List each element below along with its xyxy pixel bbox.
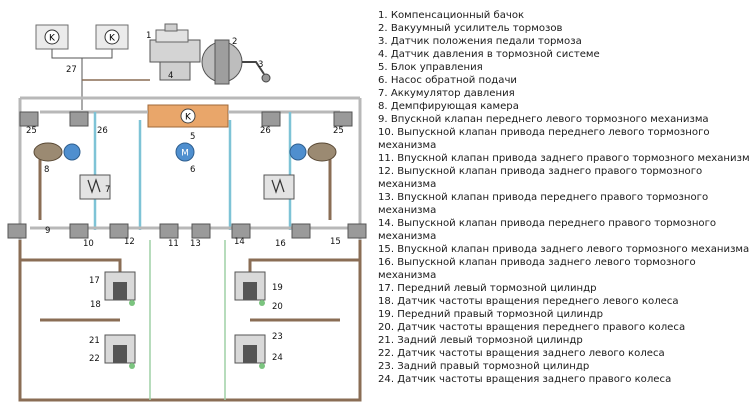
svg-text:M: M	[181, 149, 189, 159]
callout-8: 8	[44, 165, 49, 175]
legend-line: 20. Датчик частоты вращения переднего пр…	[378, 322, 686, 333]
callout-27: 27	[66, 65, 77, 75]
legend-line: 23. Задний правый тормозной цилиндр	[378, 361, 590, 372]
svg-text:K: K	[185, 113, 192, 123]
callout-7: 7	[105, 185, 110, 195]
callout-14: 14	[234, 237, 245, 247]
legend-line: 14. Выпускной клапан привода переднего п…	[378, 218, 717, 229]
callout-13: 13	[190, 239, 201, 249]
callout-4: 4	[168, 71, 173, 81]
legend-line: 16. Выпускной клапан привода заднего лев…	[378, 257, 696, 268]
legend-line: 15. Впускной клапан привода заднего лево…	[378, 244, 750, 255]
lamp-wiring	[51, 49, 150, 110]
callout-23: 23	[272, 332, 283, 342]
svg-text:K: K	[49, 34, 56, 44]
callout-5: 5	[190, 132, 195, 142]
callout-19: 19	[272, 283, 283, 293]
legend-line: механизма	[378, 179, 437, 190]
legend-line: 19. Передний правый тормозной цилиндр	[378, 309, 604, 320]
callout-24: 24	[272, 353, 283, 363]
legend-line: механизма	[378, 140, 437, 151]
callout-25-right: 25	[333, 126, 344, 136]
legend-line: 18. Датчик частоты вращения переднего ле…	[378, 296, 679, 307]
callout-12: 12	[124, 237, 135, 247]
legend-line: 6. Насос обратной подачи	[378, 75, 517, 86]
legend-line: 1. Компенсационный бачок	[378, 10, 525, 21]
legend-line: 4. Датчик давления в тормозной системе	[378, 49, 600, 60]
callout-6: 6	[190, 165, 195, 175]
legend-line: 24. Датчик частоты вращения заднего прав…	[378, 374, 672, 385]
component-legend: 1. Компенсационный бачок 2. Вакуумный ус…	[378, 9, 750, 386]
legend-line: 17. Передний левый тормозной цилиндр	[378, 283, 597, 294]
legend-line: механизма	[378, 270, 437, 281]
legend-line: механизма	[378, 231, 437, 242]
brake-lines	[18, 96, 362, 402]
callout-2: 2	[232, 37, 237, 47]
legend-line: 12. Выпускной клапан привода заднего пра…	[378, 166, 703, 177]
callout-10: 10	[83, 239, 94, 249]
accumulators	[33, 142, 337, 200]
callout-26-right: 26	[260, 126, 271, 136]
legend-line: 5. Блок управления	[378, 62, 483, 73]
callout-18: 18	[90, 300, 101, 310]
callout-9: 9	[45, 226, 50, 236]
svg-text:K: K	[109, 34, 116, 44]
legend-line: 10. Выпускной клапан привода переднего л…	[378, 127, 710, 138]
legend-line: 3. Датчик положения педали тормоза	[378, 36, 582, 47]
legend-line: 7. Аккумулятор давления	[378, 88, 515, 99]
callout-20: 20	[272, 302, 283, 312]
legend-line: 9. Впускной клапан переднего левого торм…	[378, 114, 709, 125]
callout-15: 15	[330, 237, 341, 247]
legend-line: 11. Впускной клапан привода заднего прав…	[378, 153, 750, 164]
legend-line: 8. Демпфирующая камера	[378, 101, 519, 112]
callout-25-left: 25	[26, 126, 37, 136]
legend-line: 22. Датчик частоты вращения заднего лево…	[378, 348, 665, 359]
legend-line: 21. Задний левый тормозной цилиндр	[378, 335, 583, 346]
warning-lamps: K K	[35, 24, 129, 50]
callout-3: 3	[258, 60, 263, 70]
callout-21: 21	[89, 336, 100, 346]
control-unit: K	[147, 104, 229, 128]
valves	[7, 111, 367, 239]
pump-motor: M	[175, 142, 195, 162]
callout-17: 17	[89, 276, 100, 286]
wheel-cylinders	[104, 271, 266, 369]
callout-11: 11	[168, 239, 179, 249]
master-cylinder-assembly	[149, 23, 271, 85]
callout-numbers: 27 1 2 3 4 5 6 7 8 9 10 11 12 13 14 15 1…	[26, 31, 344, 364]
callout-16: 16	[275, 239, 286, 249]
callout-1: 1	[146, 31, 151, 41]
legend-line: 2. Вакуумный усилитель тормозов	[378, 23, 563, 34]
abs-hydraulic-diagram: K K K M	[7, 23, 367, 402]
legend-line: 13. Впускной клапан привода переднего пр…	[378, 192, 709, 203]
legend-line: механизма	[378, 205, 437, 216]
callout-26-left: 26	[97, 126, 108, 136]
callout-22: 22	[89, 354, 100, 364]
